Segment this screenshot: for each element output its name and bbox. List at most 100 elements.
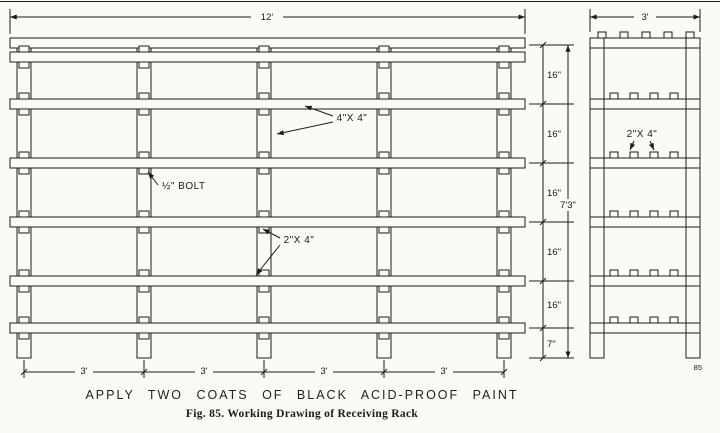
rail bbox=[9, 98, 526, 110]
bolt-clip bbox=[138, 151, 150, 159]
label-mask bbox=[435, 365, 453, 377]
bolt-clip bbox=[258, 61, 270, 69]
bolt-clip bbox=[258, 332, 270, 340]
slat-end bbox=[669, 269, 679, 277]
bay-dim: 3' bbox=[200, 366, 207, 377]
slat-end bbox=[597, 31, 607, 39]
finish-note: APPLY TWO COATS OF BLACK ACID-PROOF PAIN… bbox=[85, 388, 518, 402]
leader-4x4-a bbox=[304, 105, 334, 117]
slat-end bbox=[629, 92, 639, 100]
bolt-clip bbox=[258, 151, 270, 159]
slat-end bbox=[669, 210, 679, 218]
bolt-clip bbox=[498, 226, 510, 234]
bolt-clip bbox=[498, 332, 510, 340]
slat-end bbox=[669, 92, 679, 100]
label-mask bbox=[553, 199, 583, 211]
slat-end bbox=[629, 316, 639, 324]
side-width-dim: 3' bbox=[641, 12, 648, 23]
rail bbox=[9, 157, 526, 169]
tick bbox=[260, 368, 268, 376]
bolt-clip bbox=[498, 316, 510, 324]
slat-end bbox=[649, 269, 659, 277]
bottom-spacing-dim: 7" bbox=[547, 339, 556, 350]
label-mask bbox=[634, 10, 656, 23]
bolt-clip bbox=[18, 151, 30, 159]
bolt-clip bbox=[498, 285, 510, 293]
side-rail bbox=[589, 98, 701, 110]
leader-side-2x4-a bbox=[629, 140, 636, 151]
bolt-clip bbox=[18, 108, 30, 116]
tick bbox=[20, 368, 28, 376]
bolt-clip bbox=[138, 108, 150, 116]
tick bbox=[539, 159, 547, 167]
slat-end bbox=[619, 31, 629, 39]
bolt-clip bbox=[378, 269, 390, 277]
bolt-clip bbox=[18, 210, 30, 218]
rail-spacing-dim: 16" bbox=[547, 300, 561, 311]
bolt-clip bbox=[378, 167, 390, 175]
bolt-clip bbox=[378, 108, 390, 116]
bolt-clip bbox=[378, 285, 390, 293]
slat-end bbox=[609, 269, 619, 277]
tick bbox=[500, 368, 508, 376]
slat-end bbox=[649, 92, 659, 100]
bolt-clip bbox=[378, 226, 390, 234]
bolt-clip bbox=[258, 316, 270, 324]
bolt-clip bbox=[498, 61, 510, 69]
slat-end bbox=[641, 31, 651, 39]
rail bbox=[9, 275, 526, 287]
bolt-clip bbox=[18, 167, 30, 175]
bolt-clip bbox=[138, 226, 150, 234]
bolt-clip bbox=[138, 61, 150, 69]
front-view-bolt-clips bbox=[18, 45, 510, 340]
side-view-structure bbox=[589, 31, 701, 359]
bolt-clip bbox=[18, 45, 30, 53]
bolt-size-label: ½" BOLT bbox=[162, 181, 206, 192]
bolt-clip bbox=[18, 92, 30, 100]
tick bbox=[380, 368, 388, 376]
side-rail bbox=[589, 37, 701, 49]
slat-end bbox=[609, 316, 619, 324]
slat-end bbox=[649, 151, 659, 159]
rail-spacing-dim: 16" bbox=[547, 188, 561, 199]
front-width-dim: 12' bbox=[261, 12, 274, 23]
bolt-clip bbox=[18, 285, 30, 293]
bolt-clip bbox=[138, 285, 150, 293]
bolt-clip bbox=[18, 226, 30, 234]
leader-2x4-b bbox=[255, 244, 281, 276]
rail-size-label: 2"X 4" bbox=[284, 235, 315, 246]
tick bbox=[539, 277, 547, 285]
slat-end bbox=[609, 210, 619, 218]
rail bbox=[9, 51, 526, 63]
bolt-clip bbox=[18, 316, 30, 324]
side-rail bbox=[589, 275, 701, 287]
tick bbox=[539, 354, 547, 362]
bolt-clip bbox=[258, 269, 270, 277]
tick bbox=[539, 100, 547, 108]
figure-caption: Fig. 85. Working Drawing of Receiving Ra… bbox=[186, 408, 418, 420]
side-post bbox=[685, 37, 701, 359]
rail bbox=[9, 322, 526, 334]
bolt-clip bbox=[258, 92, 270, 100]
bolt-clip bbox=[138, 92, 150, 100]
leader-lines bbox=[147, 105, 655, 276]
bolt-clip bbox=[258, 285, 270, 293]
bolt-clip bbox=[138, 45, 150, 53]
post-size-label: 4"X 4" bbox=[337, 113, 368, 124]
bolt-clip bbox=[378, 332, 390, 340]
slat-end bbox=[609, 92, 619, 100]
bolt-clip bbox=[138, 269, 150, 277]
label-mask bbox=[75, 365, 93, 377]
slat-end bbox=[609, 151, 619, 159]
slat-end bbox=[649, 316, 659, 324]
bolt-clip bbox=[18, 332, 30, 340]
leader-4x4-b bbox=[276, 121, 334, 136]
tick bbox=[539, 324, 547, 332]
bolt-clip bbox=[138, 316, 150, 324]
bolt-clip bbox=[18, 269, 30, 277]
side-slat-size-label: 2"X 4" bbox=[627, 129, 658, 140]
bolt-clip bbox=[378, 92, 390, 100]
bay-dim: 3' bbox=[440, 366, 447, 377]
leader-side-2x4-b bbox=[648, 140, 655, 151]
